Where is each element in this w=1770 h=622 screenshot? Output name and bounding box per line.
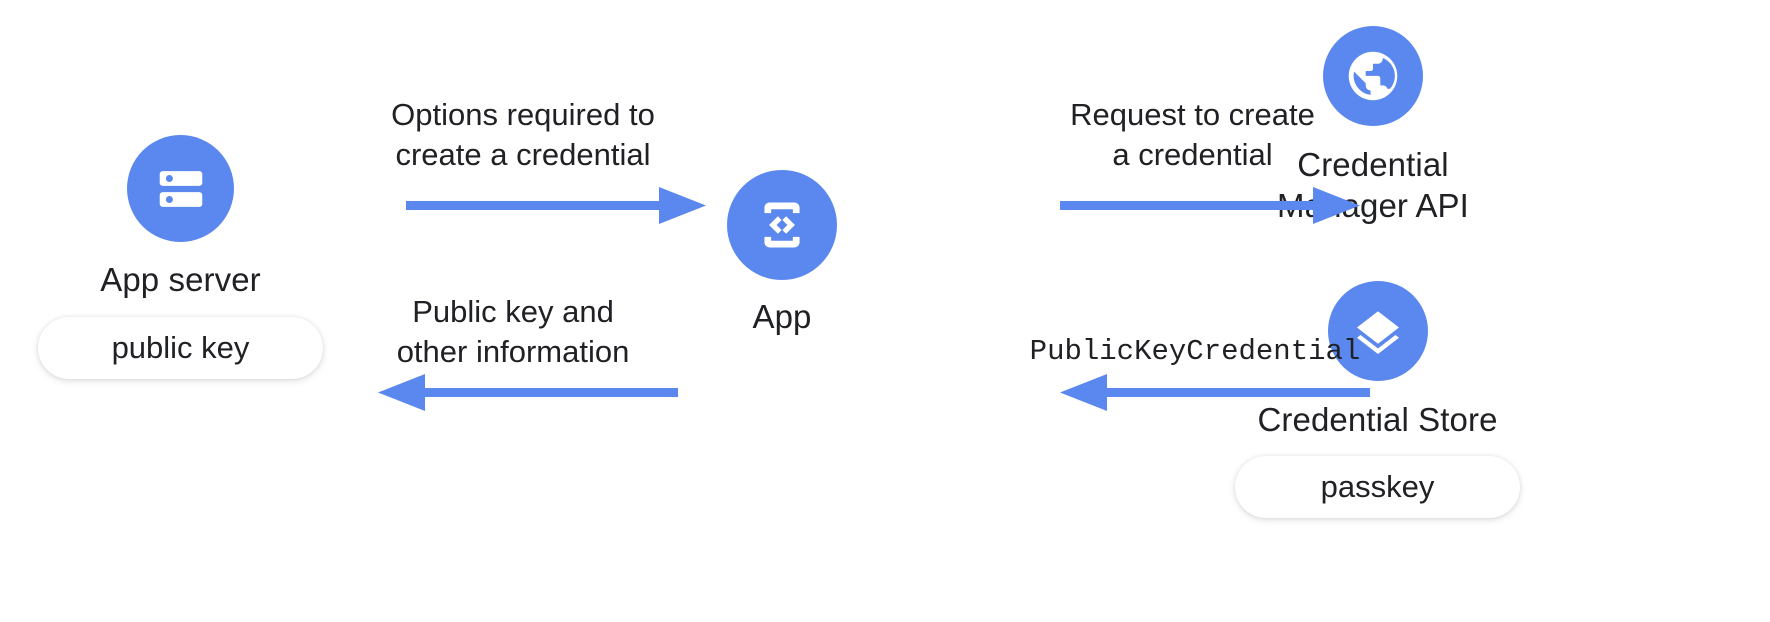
arrow-app-to-server (378, 371, 678, 413)
node-credential-store: Credential Store passkey (1235, 281, 1520, 518)
arrow-server-to-app (406, 184, 706, 226)
globe-icon (1323, 26, 1423, 126)
arrow-label-api-to-app: PublicKeyCredential (1029, 335, 1361, 368)
arrow-label-server-to-app: Options required to create a credential (391, 97, 655, 172)
server-icon (127, 135, 234, 242)
chip-passkey: passkey (1235, 456, 1520, 518)
node-app-server: App server public key (38, 135, 323, 379)
layers-icon (1327, 281, 1428, 381)
app-code-phone-icon (727, 170, 837, 280)
node-label-app-server: App server (100, 261, 261, 298)
arrow-app-to-api (1060, 184, 1360, 226)
node-label-credential-store: Credential Store (1257, 401, 1498, 438)
node-app: App (722, 170, 842, 337)
node-label-app: App (752, 298, 812, 335)
node-label-credential-manager-api: Credential Manager API (1277, 146, 1469, 224)
node-credential-manager-api: Credential Manager API (1228, 26, 1518, 226)
arrow-label-app-to-server: Public key and other information (396, 294, 630, 369)
chip-public-key: public key (38, 317, 323, 379)
arrow-label-app-to-api: Request to create a credential (1070, 97, 1315, 172)
arrow-api-to-app (1060, 371, 1370, 413)
